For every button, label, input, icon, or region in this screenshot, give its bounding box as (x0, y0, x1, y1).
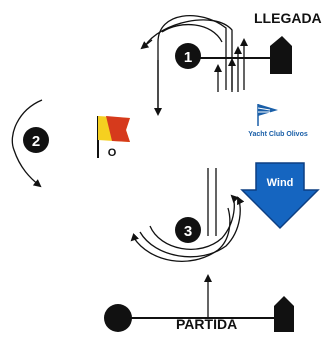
flag-letter: O (108, 147, 117, 159)
finish-boat-icon (270, 36, 292, 74)
start-pin-icon (104, 304, 132, 332)
mark-1-rounding-arrows (140, 15, 248, 116)
mark-2-number: 2 (32, 133, 40, 150)
flag-icon: O (97, 116, 130, 159)
mark-3-rounding-arrows (130, 168, 245, 262)
mark-3: 3 (175, 217, 201, 243)
wind-label: Wind (267, 177, 294, 189)
mark-3-number: 3 (184, 223, 192, 240)
mark-2-rounding-arrows (11, 99, 43, 188)
wind-arrow: Wind (240, 162, 320, 230)
club-name: Yacht Club Olivos (248, 131, 308, 138)
mark-1-number: 1 (184, 49, 192, 66)
pennant-icon: Yacht Club Olivos (248, 104, 308, 138)
start-label: PARTIDA (176, 316, 238, 332)
mark-1: 1 (175, 43, 201, 69)
start-boat-icon (274, 296, 294, 332)
mark-2: 2 (23, 127, 49, 153)
finish-label: LLEGADA (254, 10, 322, 26)
